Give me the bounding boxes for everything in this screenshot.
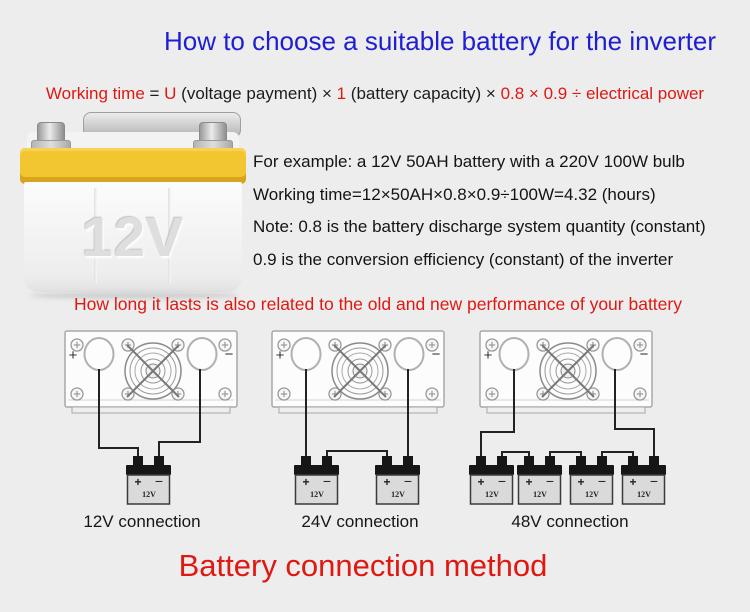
battery-cell-divider bbox=[168, 188, 171, 284]
diagram-caption-12v: 12V connection bbox=[83, 512, 201, 531]
wire-jumper bbox=[326, 450, 388, 460]
battery-minus-label: − bbox=[650, 473, 658, 489]
battery-plus-label: + bbox=[525, 475, 532, 489]
example-block: For example: a 12V 50AH battery with a 2… bbox=[253, 146, 706, 276]
example-line: Working time=12×50AH×0.8×0.9÷100W=4.32 (… bbox=[253, 184, 656, 204]
battery-photo: 12V bbox=[15, 108, 251, 300]
terminal-plus-label: + bbox=[276, 347, 285, 364]
inverter-panel-24v bbox=[272, 331, 444, 413]
terminal-minus-label: − bbox=[640, 346, 649, 363]
battery-shadow bbox=[29, 292, 239, 299]
formula-segment: U bbox=[164, 84, 177, 103]
diagram-caption-24v: 24V connection bbox=[301, 512, 419, 531]
formula-segment: 1 bbox=[336, 84, 347, 103]
battery-body: 12V bbox=[24, 182, 242, 292]
formula-line: Working time = U (voltage payment) × 1 (… bbox=[0, 84, 750, 104]
formula-segment: 0.8 × 0.9 ÷ electrical power bbox=[500, 84, 705, 103]
inverter-panel-12v bbox=[65, 331, 237, 413]
battery-cell-divider bbox=[94, 188, 97, 284]
example-line: Note: 0.8 is the battery discharge syste… bbox=[253, 217, 706, 236]
formula-segment: (battery capacity) × bbox=[346, 84, 501, 103]
battery-minus-label: − bbox=[323, 473, 331, 489]
wire bbox=[614, 369, 655, 460]
example-line: 0.9 is the conversion efficiency (consta… bbox=[253, 249, 674, 269]
battery-voltage-label: 12V bbox=[142, 490, 156, 499]
formula-segment: Working time bbox=[45, 84, 145, 103]
terminal-plus-label: + bbox=[484, 347, 493, 364]
battery-minus-label: − bbox=[498, 473, 506, 489]
wire bbox=[480, 369, 515, 460]
formula-segment: (voltage payment) × bbox=[176, 84, 337, 103]
battery-voltage-label: 12V bbox=[310, 490, 324, 499]
bottom-title: Battery connection method bbox=[178, 548, 548, 583]
battery-minus-label: − bbox=[546, 473, 554, 489]
terminal-minus-label: − bbox=[432, 346, 441, 363]
battery-plus-label: + bbox=[383, 475, 390, 489]
terminal-plus-label: + bbox=[69, 347, 78, 364]
battery-yellow-band bbox=[20, 148, 246, 184]
wire bbox=[158, 369, 201, 464]
battery-plus-label: + bbox=[134, 475, 141, 489]
battery-voltage-label: 12V bbox=[533, 490, 547, 499]
battery-plus-label: + bbox=[629, 475, 636, 489]
battery-voltage-label: 12V bbox=[391, 490, 405, 499]
terminal-minus-label: − bbox=[225, 346, 234, 363]
battery-photo-voltage-label: 12V bbox=[81, 205, 185, 268]
battery-minus-label: − bbox=[598, 473, 606, 489]
battery-plus-label: + bbox=[477, 475, 484, 489]
inverter-panel-48v bbox=[480, 331, 652, 413]
diagram-caption-48v: 48V connection bbox=[511, 512, 629, 531]
example-line: For example: a 12V 50AH battery with a 2… bbox=[253, 152, 685, 171]
main-title: How to choose a suitable battery for the… bbox=[163, 26, 717, 56]
battery-voltage-label: 12V bbox=[485, 490, 499, 499]
battery-minus-label: − bbox=[404, 473, 412, 489]
battery-voltage-label: 12V bbox=[585, 490, 599, 499]
battery-age-note: How long it lasts is also related to the… bbox=[74, 294, 682, 314]
battery-minus-label: − bbox=[155, 473, 163, 489]
connection-diagrams-canvas: + − + − + − + − 12V + − bbox=[0, 325, 667, 505]
battery-plus-label: + bbox=[577, 475, 584, 489]
battery-voltage-label: 12V bbox=[637, 490, 651, 499]
battery-plus-label: + bbox=[302, 475, 309, 489]
formula-segment: = bbox=[144, 84, 165, 103]
